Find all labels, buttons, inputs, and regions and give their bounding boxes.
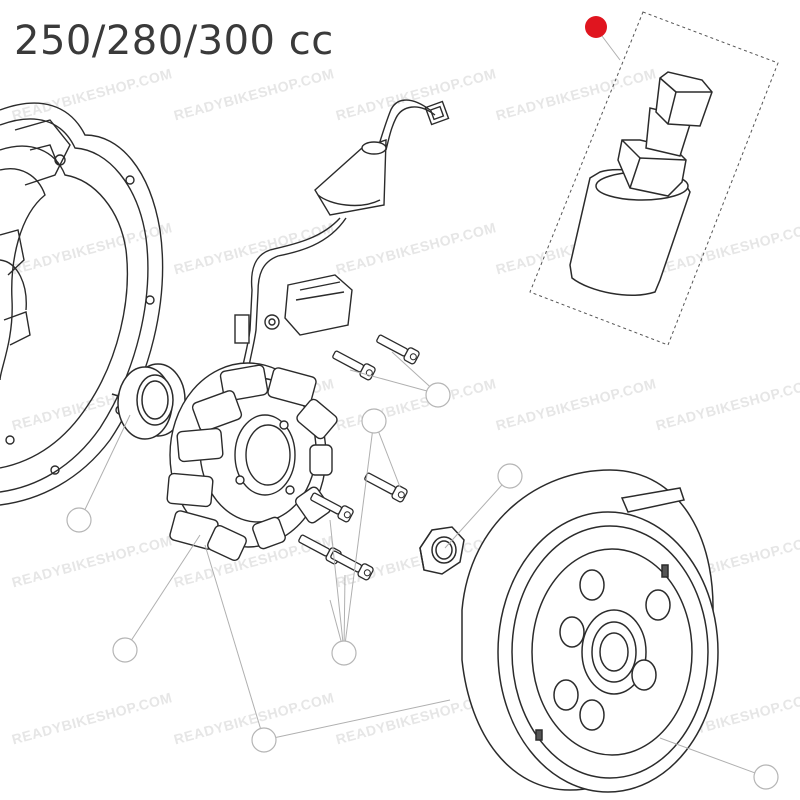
- crankcase-cover-icon: [0, 102, 164, 506]
- stator-coil-icon: [166, 99, 450, 562]
- diagram-title: 250/280/300 cc: [14, 18, 334, 64]
- callout-bolts-upper[interactable]: [361, 408, 387, 434]
- highlight-marker[interactable]: [585, 16, 607, 38]
- callout-bolts[interactable]: [331, 640, 357, 666]
- callout-stator-flywheel[interactable]: [251, 727, 277, 753]
- callout-flywheel[interactable]: [753, 764, 779, 790]
- callout-markers: [66, 16, 779, 790]
- callout-pickup-bolts[interactable]: [425, 382, 451, 408]
- puller-tool-icon: [529, 11, 779, 346]
- callout-bearing[interactable]: [66, 507, 92, 533]
- callout-nut[interactable]: [497, 463, 523, 489]
- callout-stator[interactable]: [112, 637, 138, 663]
- flywheel-icon: [461, 469, 719, 793]
- bearing-ring-icon: [111, 363, 186, 440]
